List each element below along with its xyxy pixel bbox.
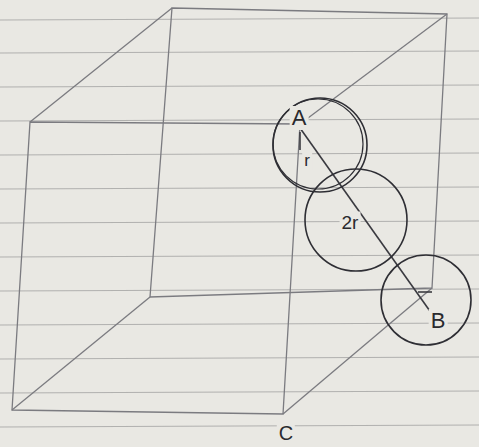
cube-front-face: [12, 122, 300, 414]
circle-outline: [269, 94, 371, 196]
circle-outline: [273, 98, 367, 192]
cube-edge: [12, 297, 150, 410]
tick-mark: [299, 132, 301, 150]
point-label: 2r: [340, 212, 361, 233]
circle-node: 2r: [301, 165, 411, 275]
tick-mark: [418, 291, 432, 293]
point-label: r: [302, 151, 312, 170]
cube-edge: [30, 8, 172, 122]
point-label: A: [290, 106, 309, 130]
cube-edge: [283, 288, 432, 414]
cube-edge: [300, 14, 447, 124]
point-label: B: [429, 309, 448, 333]
circle-outline: [381, 255, 471, 345]
circle-node: Ar: [269, 94, 371, 196]
circle-outline: [377, 251, 475, 349]
circle-node: B: [377, 251, 475, 349]
vertex-label: C: [277, 422, 295, 444]
circle-outline: [305, 169, 407, 271]
circle-outline: [273, 99, 363, 189]
